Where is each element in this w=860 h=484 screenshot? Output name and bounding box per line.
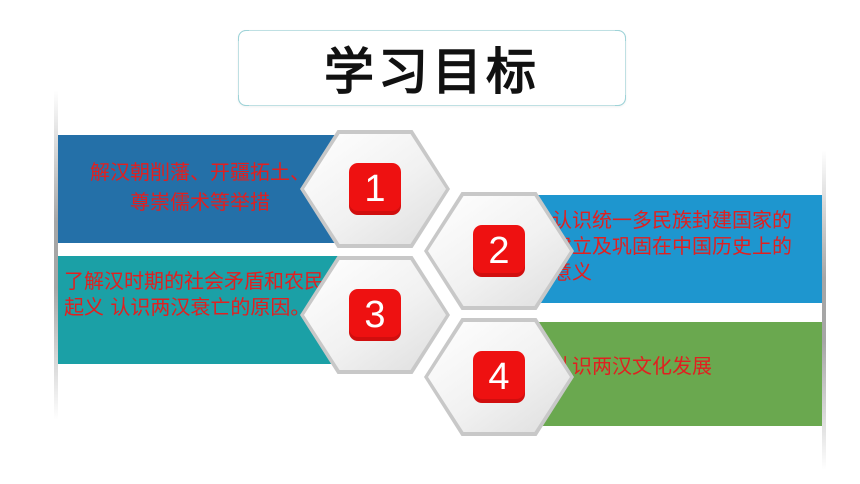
goal-3-band: 了解汉时期的社会矛盾和农民起义 认识两汉衰亡的原因。 — [58, 256, 356, 364]
corner-decoration — [238, 30, 249, 41]
goal-1-number-badge: 1 — [349, 163, 401, 215]
corner-decoration — [615, 30, 626, 41]
goal-4-text: 认识两汉文化发展 — [552, 354, 712, 378]
title-box: 学习目标 — [238, 30, 626, 106]
goal-1-band: 解汉朝削藩、开疆拓土、尊崇儒术等举措 — [58, 135, 356, 243]
goal-2-number-badge: 2 — [473, 225, 525, 277]
page-title: 学习目标 — [324, 43, 540, 101]
goal-2-text: 认识统一多民族封建国家的建立及巩固在中国历史上的意义 — [552, 208, 792, 284]
right-edge-shadow — [822, 150, 826, 470]
goal-1-hexagon: 1 — [300, 130, 450, 248]
corner-decoration — [238, 95, 249, 106]
corner-decoration — [615, 95, 626, 106]
left-edge-shadow — [54, 90, 58, 420]
goal-3-number-badge: 3 — [349, 289, 401, 341]
goal-1-text: 解汉朝削藩、开疆拓土、尊崇儒术等举措 — [90, 160, 310, 214]
goal-3-text: 了解汉时期的社会矛盾和农民起义 认识两汉衰亡的原因。 — [64, 269, 324, 319]
goal-4-number-badge: 4 — [473, 351, 525, 403]
